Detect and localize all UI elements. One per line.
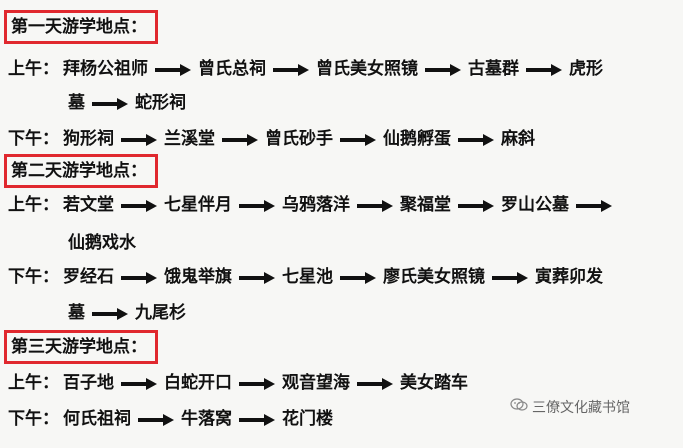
arrow-icon (137, 413, 175, 427)
itinerary-line: 墓 九尾杉 (68, 300, 186, 326)
place-name: 饿鬼举旗 (164, 267, 232, 287)
day-title-2: 第二天游学地点： (4, 154, 158, 188)
place-name: 仙鹅孵蛋 (383, 129, 451, 149)
watermark: 三僚文化藏书馆 (510, 397, 630, 417)
place-name: 白蛇开口 (164, 373, 232, 393)
place-name: 麻斜 (501, 129, 535, 149)
arrow-icon (272, 63, 310, 77)
time-label: 上午： (8, 59, 59, 79)
place-name: 狗形祠 (63, 129, 114, 149)
itinerary-line: 上午：百子地 白蛇开口 观音望海 美女踏车 (8, 370, 468, 396)
itinerary-line: 下午：罗经石 饿鬼举旗 七星池 廖氏美女照镜 寅葬卯发 (8, 264, 603, 290)
itinerary-line: 下午：何氏祖祠 牛落窝 花门楼 (8, 406, 333, 432)
arrow-icon (525, 63, 563, 77)
time-label: 上午： (8, 373, 59, 393)
time-label: 下午： (8, 267, 59, 287)
place-name: 花门楼 (282, 409, 333, 429)
arrow-icon (91, 97, 129, 111)
itinerary-line: 下午：狗形祠 兰溪堂 曾氏砂手 仙鹅孵蛋 麻斜 (8, 126, 535, 152)
arrow-icon (120, 133, 158, 147)
place-name: 蛇形祠 (135, 93, 186, 113)
arrow-icon (120, 199, 158, 213)
place-name: 拜杨公祖师 (63, 59, 148, 79)
arrow-icon (575, 199, 613, 213)
place-name: 何氏祖祠 (63, 409, 131, 429)
place-name: 罗山公墓 (501, 195, 569, 215)
place-name: 仙鹅戏水 (68, 233, 136, 253)
arrow-icon (120, 271, 158, 285)
time-label: 下午： (8, 409, 59, 429)
place-name: 兰溪堂 (164, 129, 215, 149)
place-name: 罗经石 (63, 267, 114, 287)
day-title-1: 第一天游学地点： (4, 10, 158, 44)
arrow-icon (238, 199, 276, 213)
arrow-icon (356, 377, 394, 391)
arrow-icon (424, 63, 462, 77)
place-name: 观音望海 (282, 373, 350, 393)
place-name: 牛落窝 (181, 409, 232, 429)
day-title-3: 第三天游学地点： (4, 330, 158, 364)
arrow-icon (238, 413, 276, 427)
itinerary-line: 上午：拜杨公祖师 曾氏总祠 曾氏美女照镜 古墓群 虎形 (8, 56, 603, 82)
arrow-icon (339, 271, 377, 285)
arrow-icon (491, 271, 529, 285)
arrow-icon (339, 133, 377, 147)
place-name: 七星池 (282, 267, 333, 287)
arrow-icon (356, 199, 394, 213)
place-name: 九尾杉 (135, 303, 186, 323)
time-label: 上午： (8, 195, 59, 215)
place-name: 曾氏砂手 (265, 129, 333, 149)
place-name: 寅葬卯发 (535, 267, 603, 287)
wechat-icon (510, 398, 528, 416)
itinerary-line: 墓 蛇形祠 (68, 90, 186, 116)
place-name: 聚福堂 (400, 195, 451, 215)
place-name: 墓 (68, 93, 85, 113)
place-name: 美女踏车 (400, 373, 468, 393)
place-name: 若文堂 (63, 195, 114, 215)
arrow-icon (120, 377, 158, 391)
place-name: 曾氏美女照镜 (316, 59, 418, 79)
itinerary-line: 上午：若文堂 七星伴月 乌鸦落洋 聚福堂 罗山公墓 (8, 192, 619, 218)
arrow-icon (238, 271, 276, 285)
place-name: 百子地 (63, 373, 114, 393)
arrow-icon (457, 199, 495, 213)
arrow-icon (457, 133, 495, 147)
arrow-icon (91, 307, 129, 321)
arrow-icon (154, 63, 192, 77)
time-label: 下午： (8, 129, 59, 149)
place-name: 七星伴月 (164, 195, 232, 215)
itinerary-line: 仙鹅戏水 (68, 230, 136, 256)
place-name: 古墓群 (468, 59, 519, 79)
place-name: 廖氏美女照镜 (383, 267, 485, 287)
place-name: 虎形 (569, 59, 603, 79)
place-name: 乌鸦落洋 (282, 195, 350, 215)
watermark-text: 三僚文化藏书馆 (532, 400, 630, 416)
arrow-icon (221, 133, 259, 147)
arrow-icon (238, 377, 276, 391)
place-name: 曾氏总祠 (198, 59, 266, 79)
place-name: 墓 (68, 303, 85, 323)
